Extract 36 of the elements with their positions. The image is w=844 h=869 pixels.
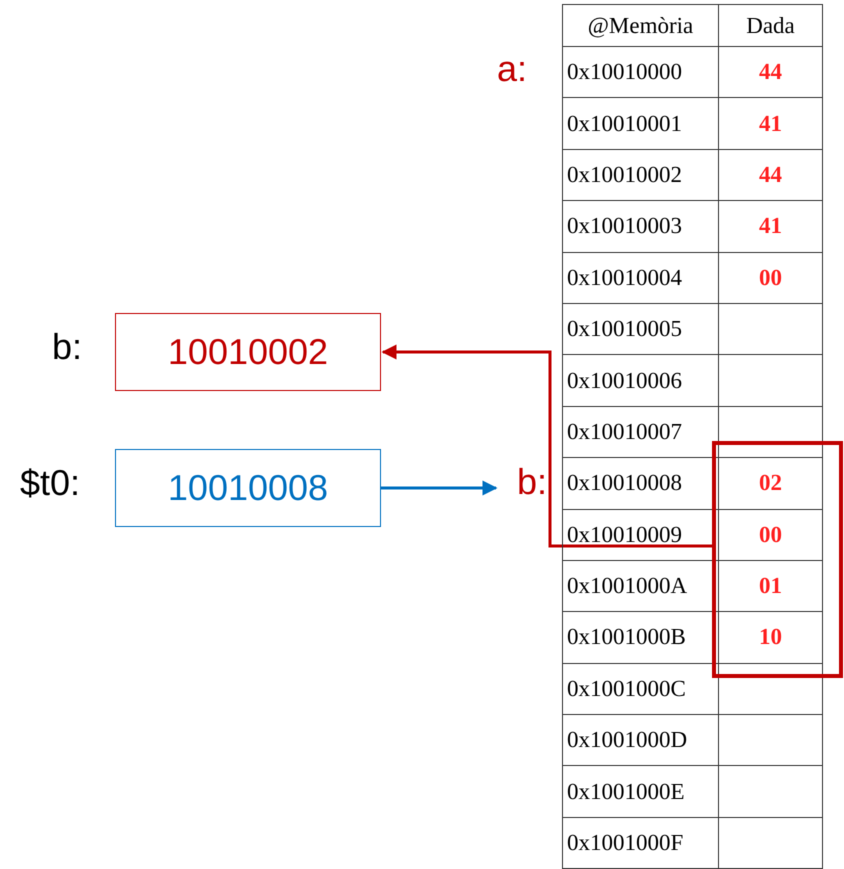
column-header: @Memòria bbox=[562, 4, 718, 46]
address-cell: 0x10010003 bbox=[562, 200, 718, 252]
value-box: 10010008 bbox=[115, 449, 381, 527]
address-cell: 0x1001000D bbox=[562, 714, 718, 766]
address-cell: 0x10010002 bbox=[562, 149, 718, 201]
address-cell: 0x10010005 bbox=[562, 303, 718, 355]
data-cell: 01 bbox=[718, 560, 822, 612]
data-cell: 44 bbox=[718, 46, 822, 98]
data-cell: 00 bbox=[718, 252, 822, 304]
address-cell: 0x10010009 bbox=[562, 509, 718, 560]
register-label: b: bbox=[52, 326, 82, 368]
address-cell: 0x10010007 bbox=[562, 406, 718, 458]
register-label: $t0: bbox=[20, 462, 80, 504]
address-cell: 0x10010008 bbox=[562, 458, 718, 510]
address-cell: 0x10010004 bbox=[562, 252, 718, 304]
data-cell: 00 bbox=[718, 509, 822, 560]
data-cell: 02 bbox=[718, 458, 822, 510]
data-cell: 41 bbox=[718, 98, 822, 150]
address-cell: 0x10010000 bbox=[562, 46, 718, 98]
variable-label: a: bbox=[497, 48, 528, 90]
address-cell: 0x10010006 bbox=[562, 354, 718, 406]
variable-label: b: bbox=[510, 460, 554, 504]
address-cell: 0x1001000A bbox=[562, 560, 718, 612]
address-cell: 0x1001000B bbox=[562, 612, 718, 664]
column-header: Dada bbox=[718, 4, 822, 46]
data-cell: 10 bbox=[718, 612, 822, 664]
arrow bbox=[382, 344, 712, 548]
data-cell: 44 bbox=[718, 149, 822, 201]
arrow bbox=[381, 480, 498, 496]
address-cell: 0x10010001 bbox=[562, 98, 718, 150]
address-cell: 0x1001000F bbox=[562, 817, 718, 869]
address-cell: 0x1001000E bbox=[562, 766, 718, 818]
address-cell: 0x1001000C bbox=[562, 663, 718, 715]
highlight-box bbox=[712, 441, 843, 678]
value-box: 10010002 bbox=[115, 313, 381, 391]
data-cell: 41 bbox=[718, 200, 822, 252]
